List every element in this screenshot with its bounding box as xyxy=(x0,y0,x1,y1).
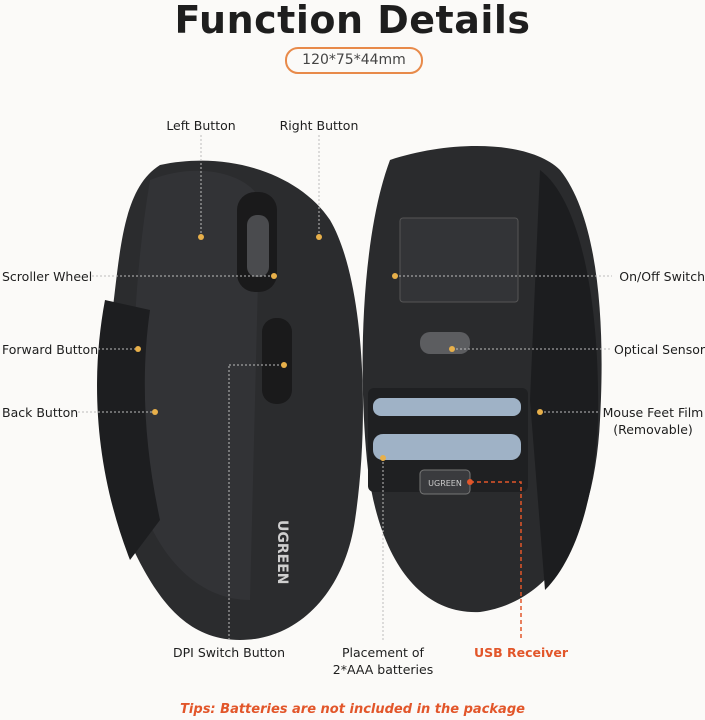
ugreen-logo: UGREEN xyxy=(274,520,290,584)
mouse-bottom-view: UGREEN xyxy=(362,146,602,613)
hotspot-dots xyxy=(135,234,543,485)
label-usb-receiver: USB Receiver xyxy=(473,645,569,660)
label-batteries: Placement of 2*AAA batteries xyxy=(333,644,433,678)
label-line-1: Placement of xyxy=(342,645,424,660)
dimensions-badge: 120*75*44mm xyxy=(285,47,423,74)
label-on-off-switch: On/Off Switch xyxy=(619,269,705,284)
label-optical-sensor: Optical Sensor xyxy=(614,342,705,357)
label-left-button: Left Button xyxy=(166,118,236,133)
label-forward-button: Forward Button xyxy=(2,342,99,357)
mouse-top-view: UGREEN xyxy=(97,160,363,640)
page-title: Function Details xyxy=(174,0,531,42)
svg-text:UGREEN: UGREEN xyxy=(428,479,462,488)
usb-leader-line xyxy=(470,481,522,640)
tips-note: Tips: Batteries are not included in the … xyxy=(180,702,525,717)
label-mouse-feet-film: Mouse Feet Film (Removable) xyxy=(603,404,704,438)
label-line-2: 2*AAA batteries xyxy=(332,662,434,677)
label-line-1: Mouse Feet Film xyxy=(602,405,704,420)
label-back-button: Back Button xyxy=(2,405,79,420)
label-line-2: (Removable) xyxy=(613,422,693,437)
label-dpi-switch: DPI Switch Button xyxy=(173,645,285,660)
leader-lines xyxy=(78,135,612,640)
label-right-button: Right Button xyxy=(279,118,359,133)
label-scroller-wheel: Scroller Wheel xyxy=(2,269,93,284)
